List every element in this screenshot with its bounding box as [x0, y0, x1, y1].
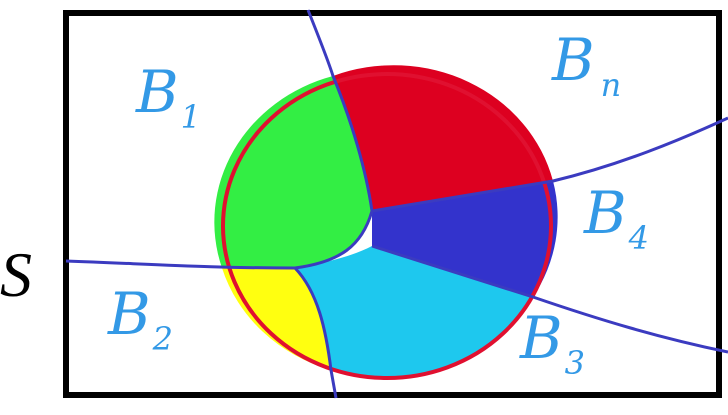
sample-space-label: S — [0, 239, 32, 310]
region-blue-b4 — [372, 181, 558, 297]
partition-label-b3: B3 — [519, 304, 585, 382]
partition-label-b4: B4 — [583, 179, 649, 257]
partition-lines — [65, 9, 728, 399]
region-green-b1 — [214, 76, 372, 268]
partition-label-b2: B2 — [107, 280, 173, 358]
circle-border — [221, 72, 553, 380]
partition-label-b1: B1 — [135, 58, 201, 136]
partition-line-right-upper — [371, 116, 728, 213]
region-red-bn — [333, 65, 553, 211]
partition-line-left — [65, 210, 374, 270]
partition-line-right-lower — [371, 244, 728, 354]
region-yellow-b2 — [222, 268, 331, 370]
event-circle — [214, 65, 558, 380]
partition-line-top — [306, 9, 374, 212]
partition-line-lower — [293, 266, 338, 399]
